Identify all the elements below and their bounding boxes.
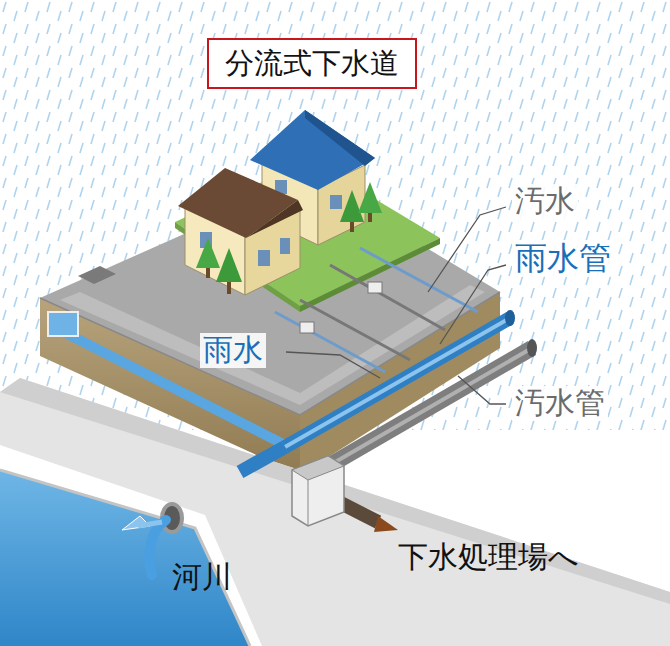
part-label: 河川 <box>172 560 232 595</box>
part-label: 汚水 <box>512 184 578 219</box>
part-label: 雨水管 <box>512 240 614 277</box>
part-label: 雨水 <box>200 333 266 368</box>
part-label: 下水処理場へ <box>398 540 579 575</box>
part-label: 汚水管 <box>512 386 608 421</box>
title-box: 分流式下水道 <box>207 38 417 89</box>
